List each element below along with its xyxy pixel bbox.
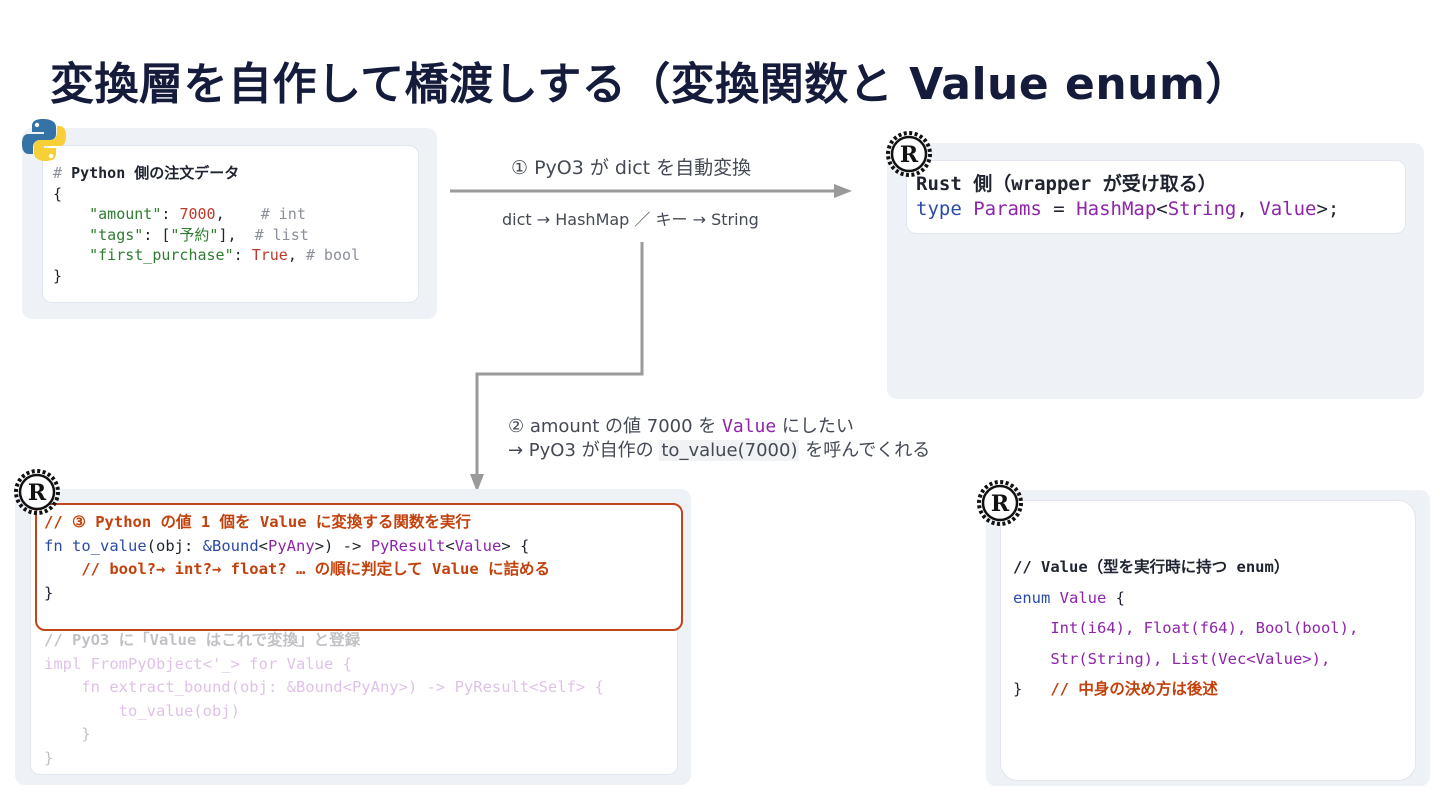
value-enum-card <box>1000 500 1416 781</box>
impl-inner-close: } <box>44 725 91 743</box>
highlight-box <box>35 503 683 631</box>
to-value-signature: fn to_value(obj: &Bound<PyAny>) -> PyRes… <box>44 536 530 555</box>
python-amount-line: "amount": 7000, # int <box>89 205 306 223</box>
rust-params-type-line: type Params = HashMap<String, Value>; <box>916 198 1340 220</box>
value-enum-comment: // Value（型を実行時に持つ enum） <box>1013 558 1290 576</box>
from-pyobject-impl: // PyO3 に「Value はこれで変換」と登録 impl FromPyOb… <box>44 629 604 770</box>
python-code: # Python 側の注文データ { "amount": 7000, # int… <box>53 163 360 286</box>
to-value-body-comment: // bool?→ int?→ float? … の順に判定して Value に… <box>44 560 550 578</box>
rust-logo-icon: R <box>977 480 1023 526</box>
rust-wrapper-comment: Rust 側（wrapper が受け取る） <box>916 173 1217 195</box>
slide-title: 変換層を自作して橋渡しする（変換関数と Value enum） <box>50 59 1250 110</box>
python-close-brace: } <box>53 266 63 285</box>
to-value-code: // ③ Python の値 1 個を Value に変換する関数を実行 fn … <box>44 511 550 605</box>
rust-logo-icon: R <box>14 469 60 515</box>
python-first-purchase-line: "first_purchase": True, # bool <box>89 246 361 264</box>
enum-variants-line1: Int(i64), Float(f64), Bool(bool), <box>1013 619 1359 637</box>
enum-close-line: } // 中身の決め方は後述 <box>1013 680 1218 698</box>
arrow-2-head <box>470 474 484 492</box>
impl-comment: // PyO3 に「Value はこれで変換」と登録 <box>44 631 361 649</box>
to-value-call-line: to_value(obj) <box>44 701 240 720</box>
impl-line: impl FromPyObject<'_> for Value { <box>44 654 352 673</box>
value-enum-code: // Value（型を実行時に持つ enum） enum Value { Int… <box>1013 552 1358 705</box>
to-value-heading-comment: // ③ Python の値 1 個を Value に変換する関数を実行 <box>44 513 471 531</box>
arrow-2-label-line2: → PyO3 が自作の to_value(7000) を呼んでくれる <box>508 440 931 461</box>
python-tags-line: "tags": ["予約"], # list <box>89 225 309 244</box>
arrow-1-label: ① PyO3 が dict を自動変換 <box>511 157 752 179</box>
rust-wrapper-code: Rust 側（wrapper が受け取る） type Params = Hash… <box>916 172 1339 222</box>
python-comment-line: # Python 側の注文データ <box>53 164 240 182</box>
rust-logo-icon: R <box>886 131 932 177</box>
rust-wrapper-card <box>906 160 1406 234</box>
enum-variants-line2: Str(String), List(Vec<Value>), <box>1013 649 1331 668</box>
arrow-1-sublabel: dict → HashMap ／ キー → String <box>502 210 759 229</box>
extract-bound-line: fn extract_bound(obj: &Bound<PyAny>) -> … <box>44 678 604 696</box>
python-code-card <box>42 145 419 303</box>
svg-text:R: R <box>991 491 1010 517</box>
impl-outer-close: } <box>44 748 54 767</box>
arrow-1-head <box>834 184 852 198</box>
enum-declaration: enum Value { <box>1013 588 1125 607</box>
to-value-close-brace: } <box>44 583 54 602</box>
python-open-brace: { <box>53 184 63 203</box>
python-logo-icon <box>22 119 66 161</box>
arrow-2-label-line1: ② amount の値 7000 を Value にしたい <box>508 416 854 437</box>
arrow-2-line <box>475 242 644 478</box>
svg-text:R: R <box>28 480 47 506</box>
svg-text:R: R <box>900 142 919 168</box>
